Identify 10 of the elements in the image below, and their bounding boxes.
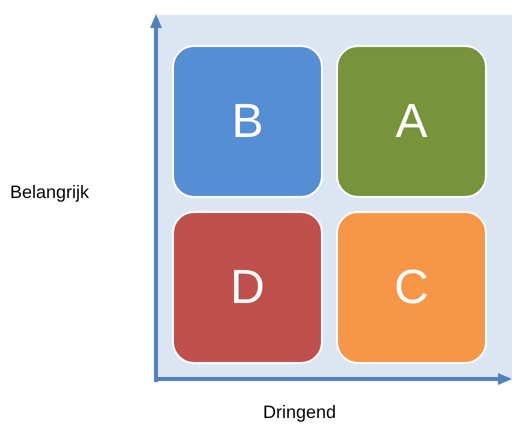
quadrant-box [172, 211, 323, 364]
quadrant-box [172, 45, 323, 198]
quadrant-box [336, 211, 487, 364]
axis-label: Belangrijk [10, 181, 90, 204]
quadrant-letter: D [230, 264, 265, 312]
quadrant-letter: C [394, 264, 429, 312]
axis-label: Dringend [263, 401, 336, 424]
quadrant-box [336, 45, 487, 198]
quadrant-letter: A [395, 98, 428, 146]
quadrant-letter: B [231, 98, 264, 146]
